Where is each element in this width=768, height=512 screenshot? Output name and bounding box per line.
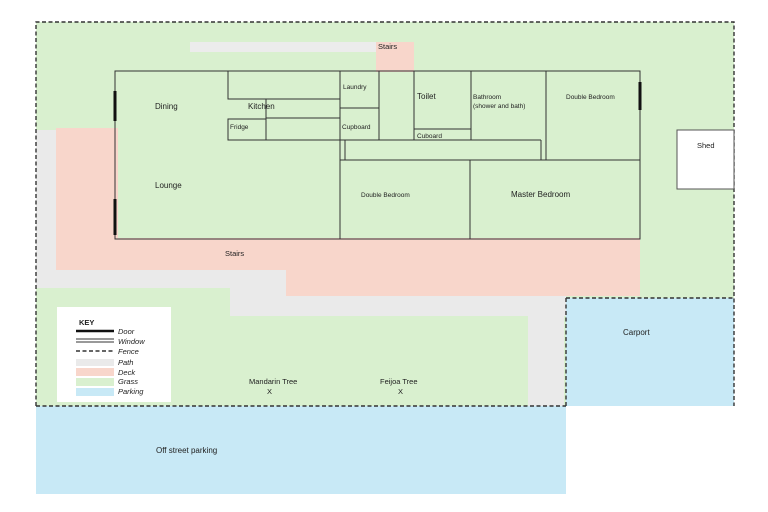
cuboard-label: Cuboard — [417, 133, 442, 140]
paths — [36, 130, 566, 406]
kitchen-label: Kitchen — [248, 102, 275, 111]
doors — [113, 82, 642, 235]
off-street-parking-area — [36, 406, 566, 494]
shed-label: Shed — [697, 141, 715, 150]
stairs-bottom-label: Stairs — [225, 249, 244, 258]
legend-grass-swatch — [76, 378, 114, 386]
double-bedroom-right-label: Double Bedroom — [566, 94, 615, 101]
dining-label: Dining — [155, 102, 178, 111]
mandarin-tree-label: Mandarin Tree — [249, 377, 297, 386]
shed — [676, 129, 735, 190]
legend-deck-swatch — [76, 368, 114, 376]
bathroom-label: Bathroom — [473, 94, 501, 101]
legend-door-label: Door — [118, 327, 135, 336]
legend-title: KEY — [79, 318, 94, 327]
carport-area — [566, 298, 734, 406]
feijoa-tree-label: Feijoa Tree — [380, 377, 418, 386]
lounge-label: Lounge — [155, 181, 182, 190]
property-fence — [35, 21, 735, 406]
carport-label: Carport — [623, 328, 650, 337]
feijoa-tree-marker: X — [398, 387, 403, 396]
double-bedroom-middle-label: Double Bedroom — [361, 192, 410, 199]
off-street-parking-label: Off street parking — [156, 446, 217, 455]
legend-grass-label: Grass — [118, 377, 138, 386]
legend-parking-swatch — [76, 388, 114, 396]
legend-fence-label: Fence — [118, 347, 139, 356]
legend-path-label: Path — [118, 358, 133, 367]
master-bedroom-label: Master Bedroom — [511, 190, 570, 199]
laundry-label: Laundry — [343, 84, 367, 91]
deck-area — [56, 42, 640, 296]
legend-window-label: Window — [118, 337, 145, 346]
legend-deck-label: Deck — [118, 368, 136, 377]
legend: KEY Door Window Fence Path Deck Grass Pa… — [57, 307, 171, 402]
stairs-top-bar — [190, 42, 376, 52]
mandarin-tree-marker: X — [267, 387, 272, 396]
toilet-label: Toilet — [417, 92, 436, 101]
house — [114, 70, 641, 240]
bathroom-note-label: (shower and bath) — [473, 103, 525, 110]
cupboard-label: Cupboard — [342, 124, 371, 131]
legend-path-swatch — [76, 359, 114, 366]
legend-parking-label: Parking — [118, 387, 144, 396]
stairs-top-label: Stairs — [378, 42, 397, 51]
fridge-label: Fridge — [230, 124, 249, 131]
